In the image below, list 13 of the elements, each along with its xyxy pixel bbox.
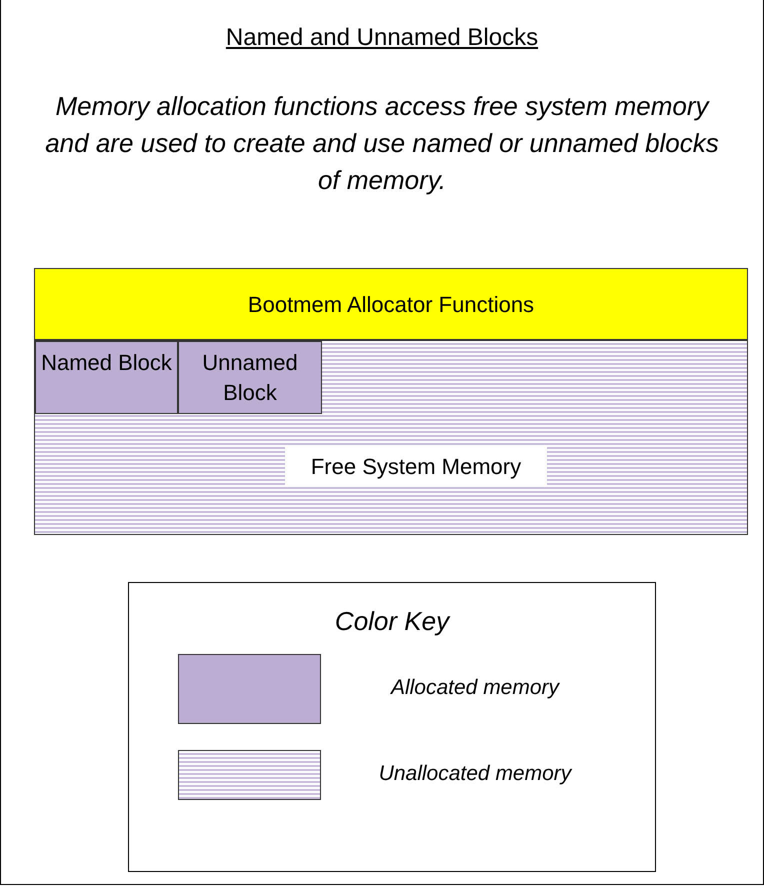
node-label: Named Block [40, 349, 173, 377]
diagram-title: Named and Unnamed Blocks [226, 24, 538, 51]
node-label: Bootmem Allocator Functions [246, 291, 536, 319]
function-band [34, 268, 748, 340]
memory-block [35, 341, 178, 414]
free-memory-region [34, 340, 748, 535]
legend-text: Unallocated memory [378, 762, 574, 786]
memory-block [178, 341, 322, 414]
legend-text: Allocated memory [389, 676, 561, 700]
node-label: Free System Memory [285, 447, 547, 487]
node-label: Unnamed Block [201, 349, 299, 407]
description-text: Memory allocation functions access free system memory and are used to create and use named or unnamed blocks of memory. [44, 90, 720, 197]
legend-heading: Color Key [334, 606, 452, 637]
